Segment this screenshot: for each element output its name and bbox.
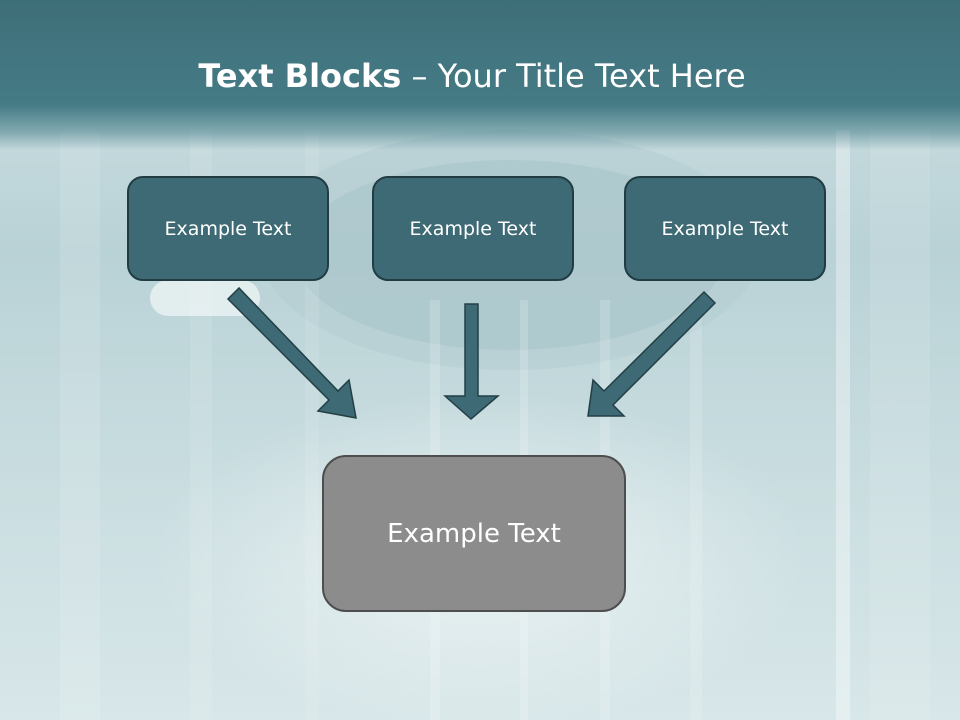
arrow-diagonal-left-down-icon — [587, 290, 717, 417]
shower-arm-icon — [150, 280, 260, 316]
text-block-2[interactable]: Example Text — [372, 176, 574, 281]
title-rest-text: Your Title Text Here — [437, 57, 746, 95]
title-bar: Text Blocks – Your Title Text Here — [0, 0, 960, 150]
slide-title: Text Blocks – Your Title Text Here — [0, 54, 944, 98]
text-block-3[interactable]: Example Text — [624, 176, 826, 281]
text-block-1[interactable]: Example Text — [127, 176, 329, 281]
title-dash: – — [411, 57, 428, 95]
title-bold-text: Text Blocks — [198, 57, 402, 95]
arrow-diagonal-right-down-icon — [226, 286, 357, 419]
result-block[interactable]: Example Text — [322, 455, 626, 612]
result-block-label: Example Text — [387, 518, 561, 549]
arrow-down-icon — [443, 303, 501, 420]
text-block-2-label: Example Text — [409, 217, 537, 240]
text-block-3-label: Example Text — [661, 217, 789, 240]
text-block-1-label: Example Text — [164, 217, 292, 240]
